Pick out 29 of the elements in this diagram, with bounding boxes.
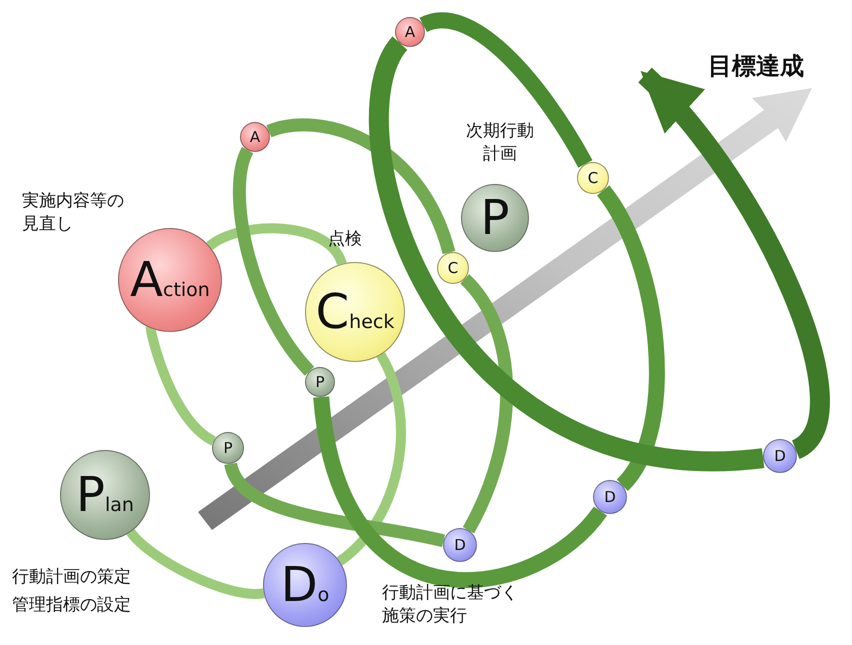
step-badge: C (577, 162, 609, 194)
step-badge: D (593, 480, 627, 514)
step-badge: D (763, 439, 797, 473)
step-caption: 行動計画の策定 (12, 566, 131, 589)
spiral-line (370, 38, 764, 470)
step-badge: C (437, 252, 469, 284)
goal-label: 目標達成 (708, 51, 804, 82)
step-badge: A (395, 17, 425, 47)
spiral-line (336, 352, 406, 566)
step-caption: 行動計画に基づく施策の実行 (382, 582, 519, 628)
step-circle: Action (118, 228, 222, 332)
spiral-line (313, 396, 607, 588)
step-badge: P (305, 367, 335, 397)
step-badge: D (443, 528, 477, 562)
spiral-line (232, 148, 314, 376)
step-circle: P (461, 184, 529, 252)
step-circle: Check (305, 262, 405, 362)
spiral-line (460, 274, 514, 534)
spiral-line (266, 118, 456, 255)
spiral-line (596, 186, 665, 490)
step-caption: 管理指標の設定 (12, 594, 131, 617)
step-circle: Do (263, 543, 347, 627)
step-circle: Plan (60, 450, 150, 540)
step-caption: 次期行動計画 (465, 120, 535, 166)
spiral-line (146, 328, 216, 446)
spiral-line (126, 528, 264, 599)
step-badge: A (240, 122, 270, 152)
step-caption: 点検 (328, 228, 362, 251)
step-badge: P (212, 432, 244, 464)
